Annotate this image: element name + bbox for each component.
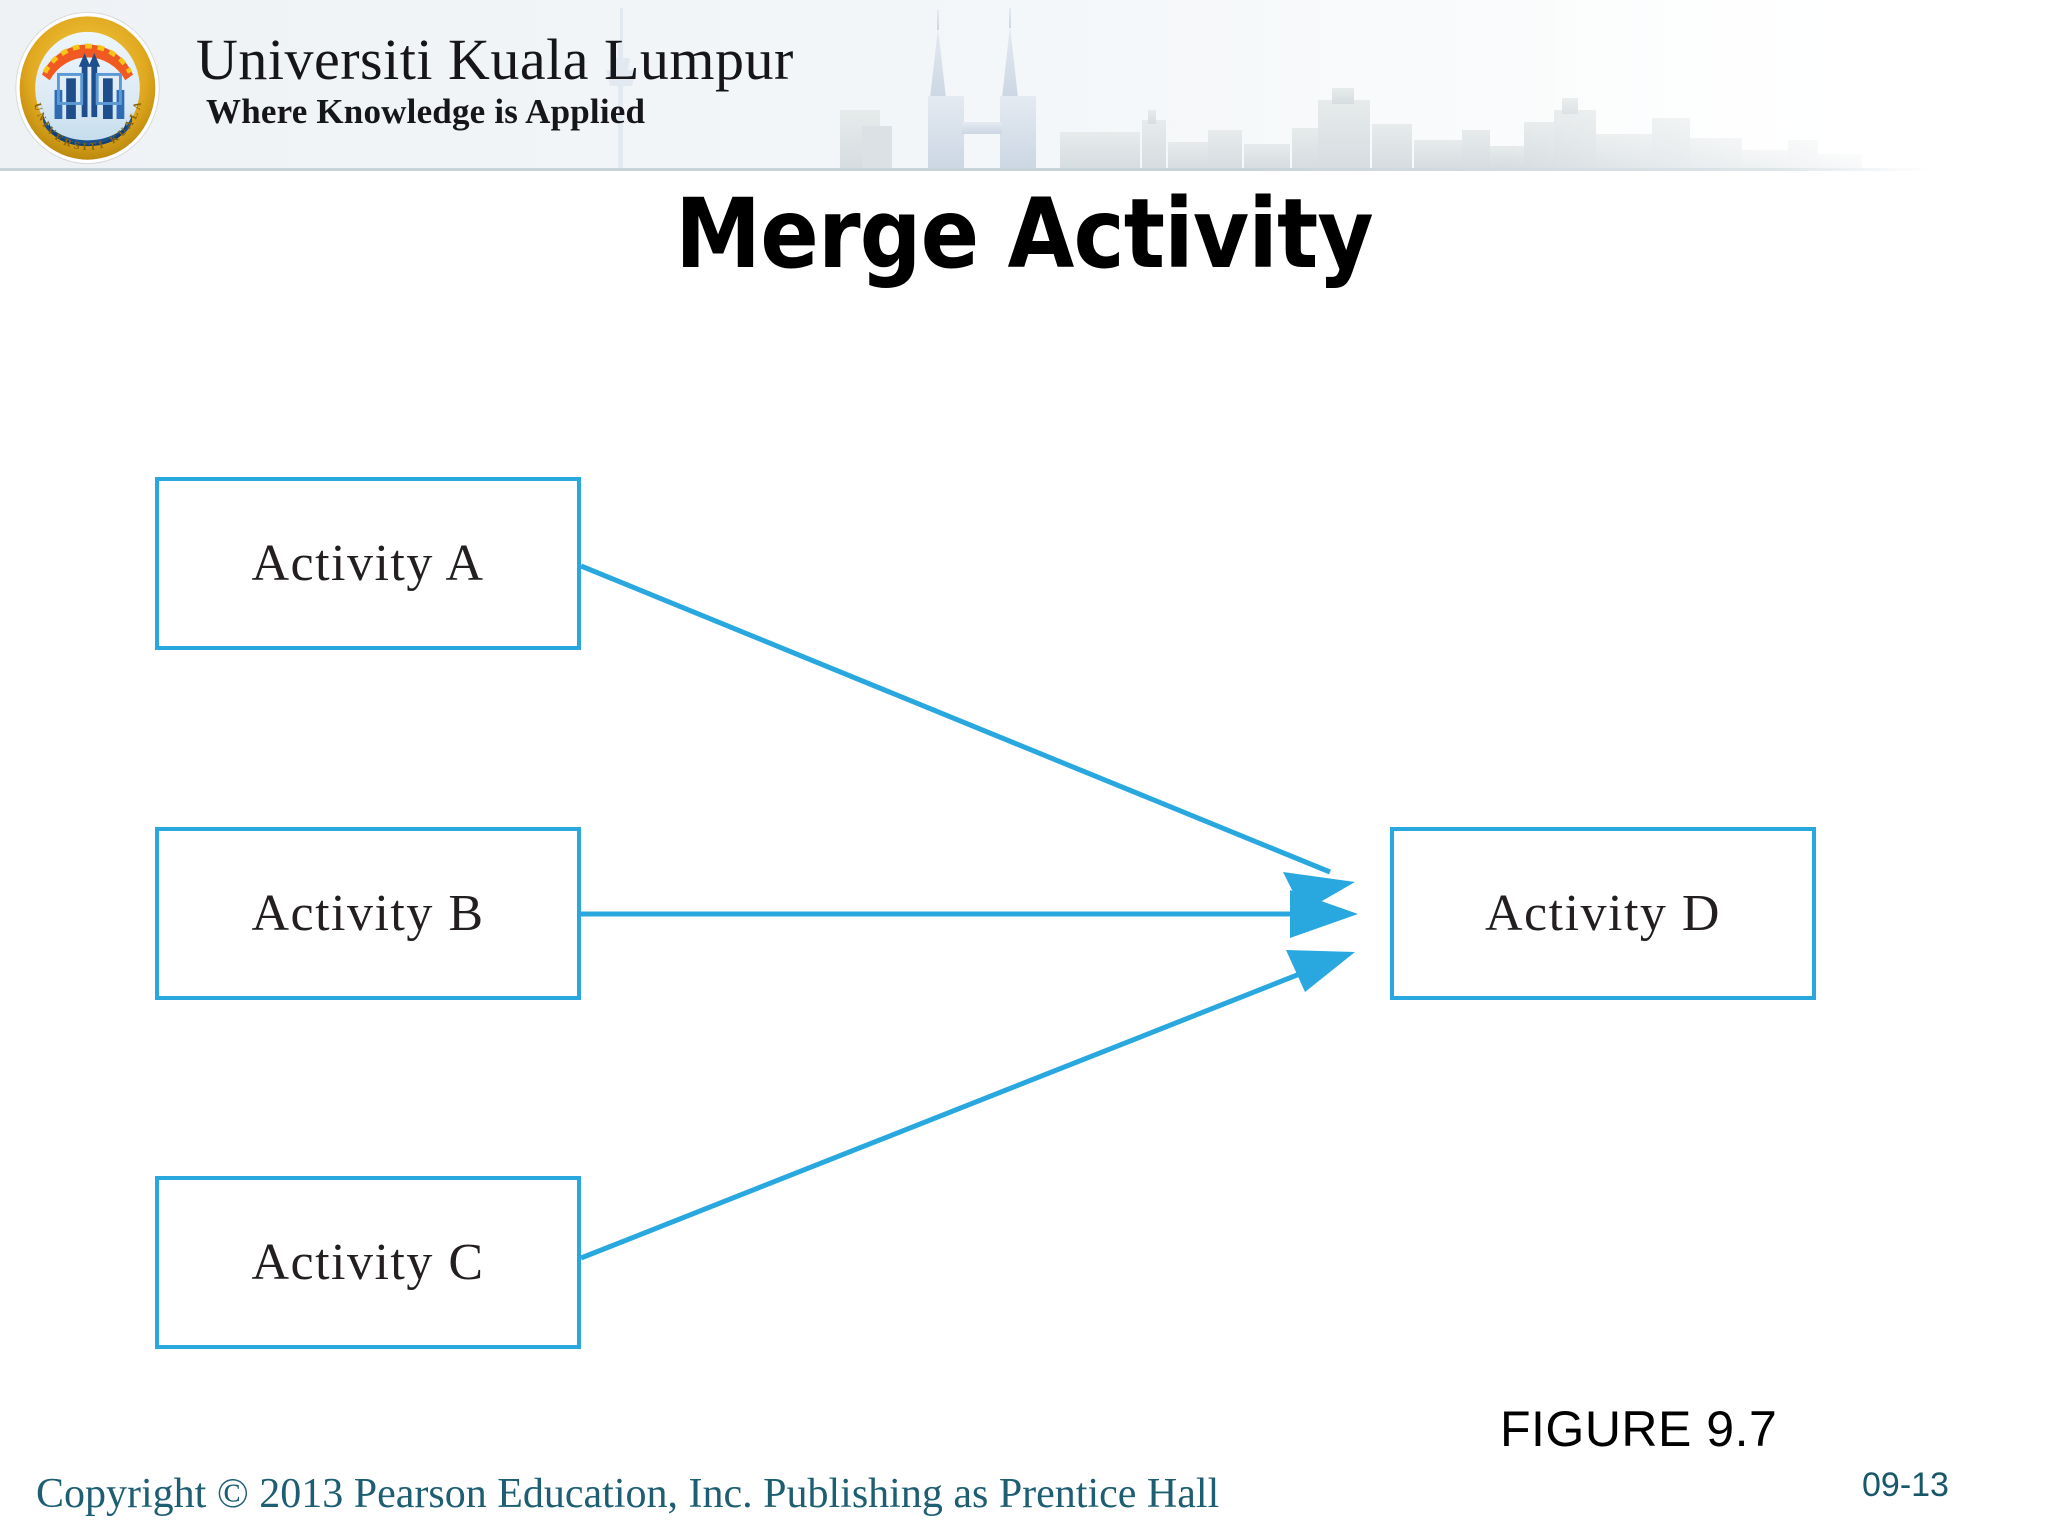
header-divider-rule [0, 168, 1930, 171]
edge-c-to-d [580, 950, 1355, 1261]
activity-node-d-label: Activity D [1485, 885, 1721, 942]
copyright-notice: Copyright © 2013 Pearson Education, Inc.… [36, 1471, 1220, 1517]
universiti-kuala-lumpur-seal-icon: UNIVERSITI KUALA LUMPUR [10, 8, 160, 165]
activity-node-b[interactable]: Activity B [155, 827, 581, 1000]
activity-node-b-label: Activity B [251, 885, 485, 942]
slide-number: 09-13 [1862, 1466, 1949, 1504]
kuala-lumpur-skyline-watermark-icon [0, 0, 1930, 168]
slide-header: UNIVERSITI KUALA LUMPUR Universiti Kuala… [0, 0, 1930, 172]
university-tagline: Where Knowledge is Applied [206, 92, 646, 131]
edge-a-to-d [580, 563, 1355, 912]
activity-node-a-label: Activity A [251, 535, 485, 592]
university-name: Universiti Kuala Lumpur [196, 27, 794, 92]
page-title: Merge Activity [675, 178, 1374, 290]
figure-caption: FIGURE 9.7 [1500, 1401, 1778, 1457]
activity-node-c-label: Activity C [251, 1234, 485, 1291]
edge-b-to-d [581, 890, 1358, 938]
activity-node-a[interactable]: Activity A [155, 477, 581, 650]
activity-node-d[interactable]: Activity D [1390, 827, 1816, 1000]
activity-node-c[interactable]: Activity C [155, 1176, 581, 1349]
